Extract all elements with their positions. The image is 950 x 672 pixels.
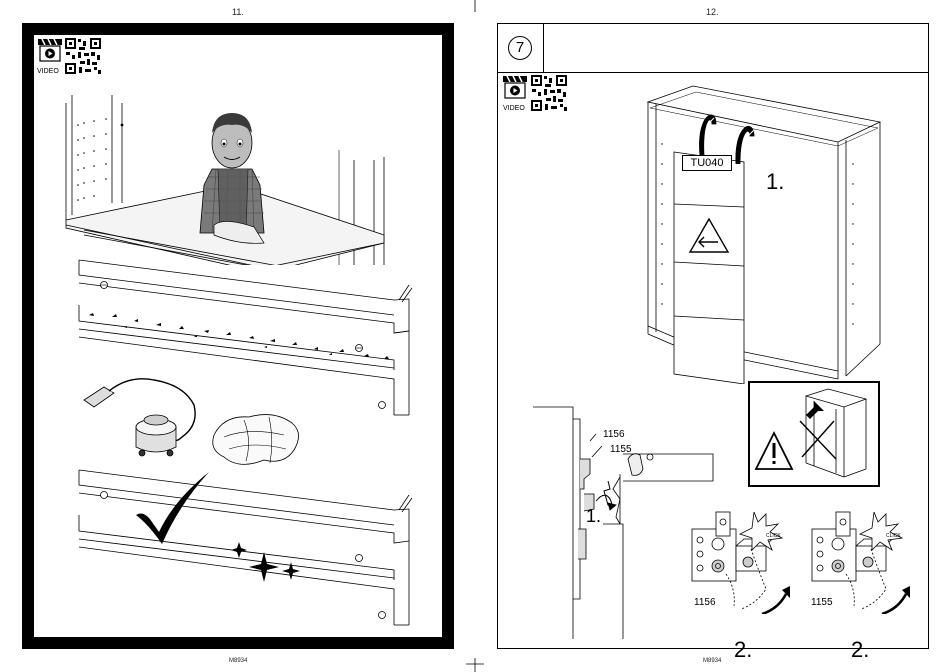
left-page-frame: VIDEO	[22, 23, 454, 649]
sparkle-icon	[229, 540, 309, 590]
click-label-b: CLICK	[886, 533, 901, 539]
click-label-a: CLICK	[766, 533, 781, 539]
right-page-frame: 7 VIDEO	[497, 23, 929, 649]
step-header: 7	[498, 24, 928, 73]
step1-label: 1.	[766, 169, 784, 195]
step2-label-b: 2.	[851, 637, 869, 663]
door-label-box: TU040	[682, 155, 732, 171]
wardrobe-door-illustration	[638, 84, 888, 384]
step-number: 7	[508, 36, 532, 60]
video-icon[interactable]	[501, 74, 531, 100]
detail-step1-label: 1.	[586, 506, 601, 527]
roller-1155-label: 1155	[811, 597, 833, 608]
roller-detail-1155	[806, 494, 916, 614]
video-label: VIDEO	[503, 105, 525, 112]
part-1155-label: 1155	[610, 444, 632, 455]
left-footer-code: M8934	[229, 658, 247, 664]
worker-figure	[200, 113, 264, 243]
roller-detail-1156	[686, 494, 796, 614]
qr-code-icon[interactable]	[530, 74, 568, 117]
roller-1156-label: 1156	[694, 597, 716, 608]
video-icon[interactable]	[36, 37, 66, 63]
part-1156-label: 1156	[603, 429, 625, 440]
warning-box	[748, 381, 880, 487]
left-page-content: VIDEO	[34, 35, 442, 637]
right-footer-code: M8934	[703, 658, 721, 664]
step-number-box: 7	[498, 24, 544, 72]
video-label: VIDEO	[37, 68, 59, 75]
cleaning-tools-illustration	[74, 365, 334, 475]
checkmark-icon	[134, 470, 214, 545]
qr-code-icon[interactable]	[64, 37, 102, 80]
step2-label-a: 2.	[734, 637, 752, 663]
wardrobe-bottom-illustration	[64, 85, 434, 265]
